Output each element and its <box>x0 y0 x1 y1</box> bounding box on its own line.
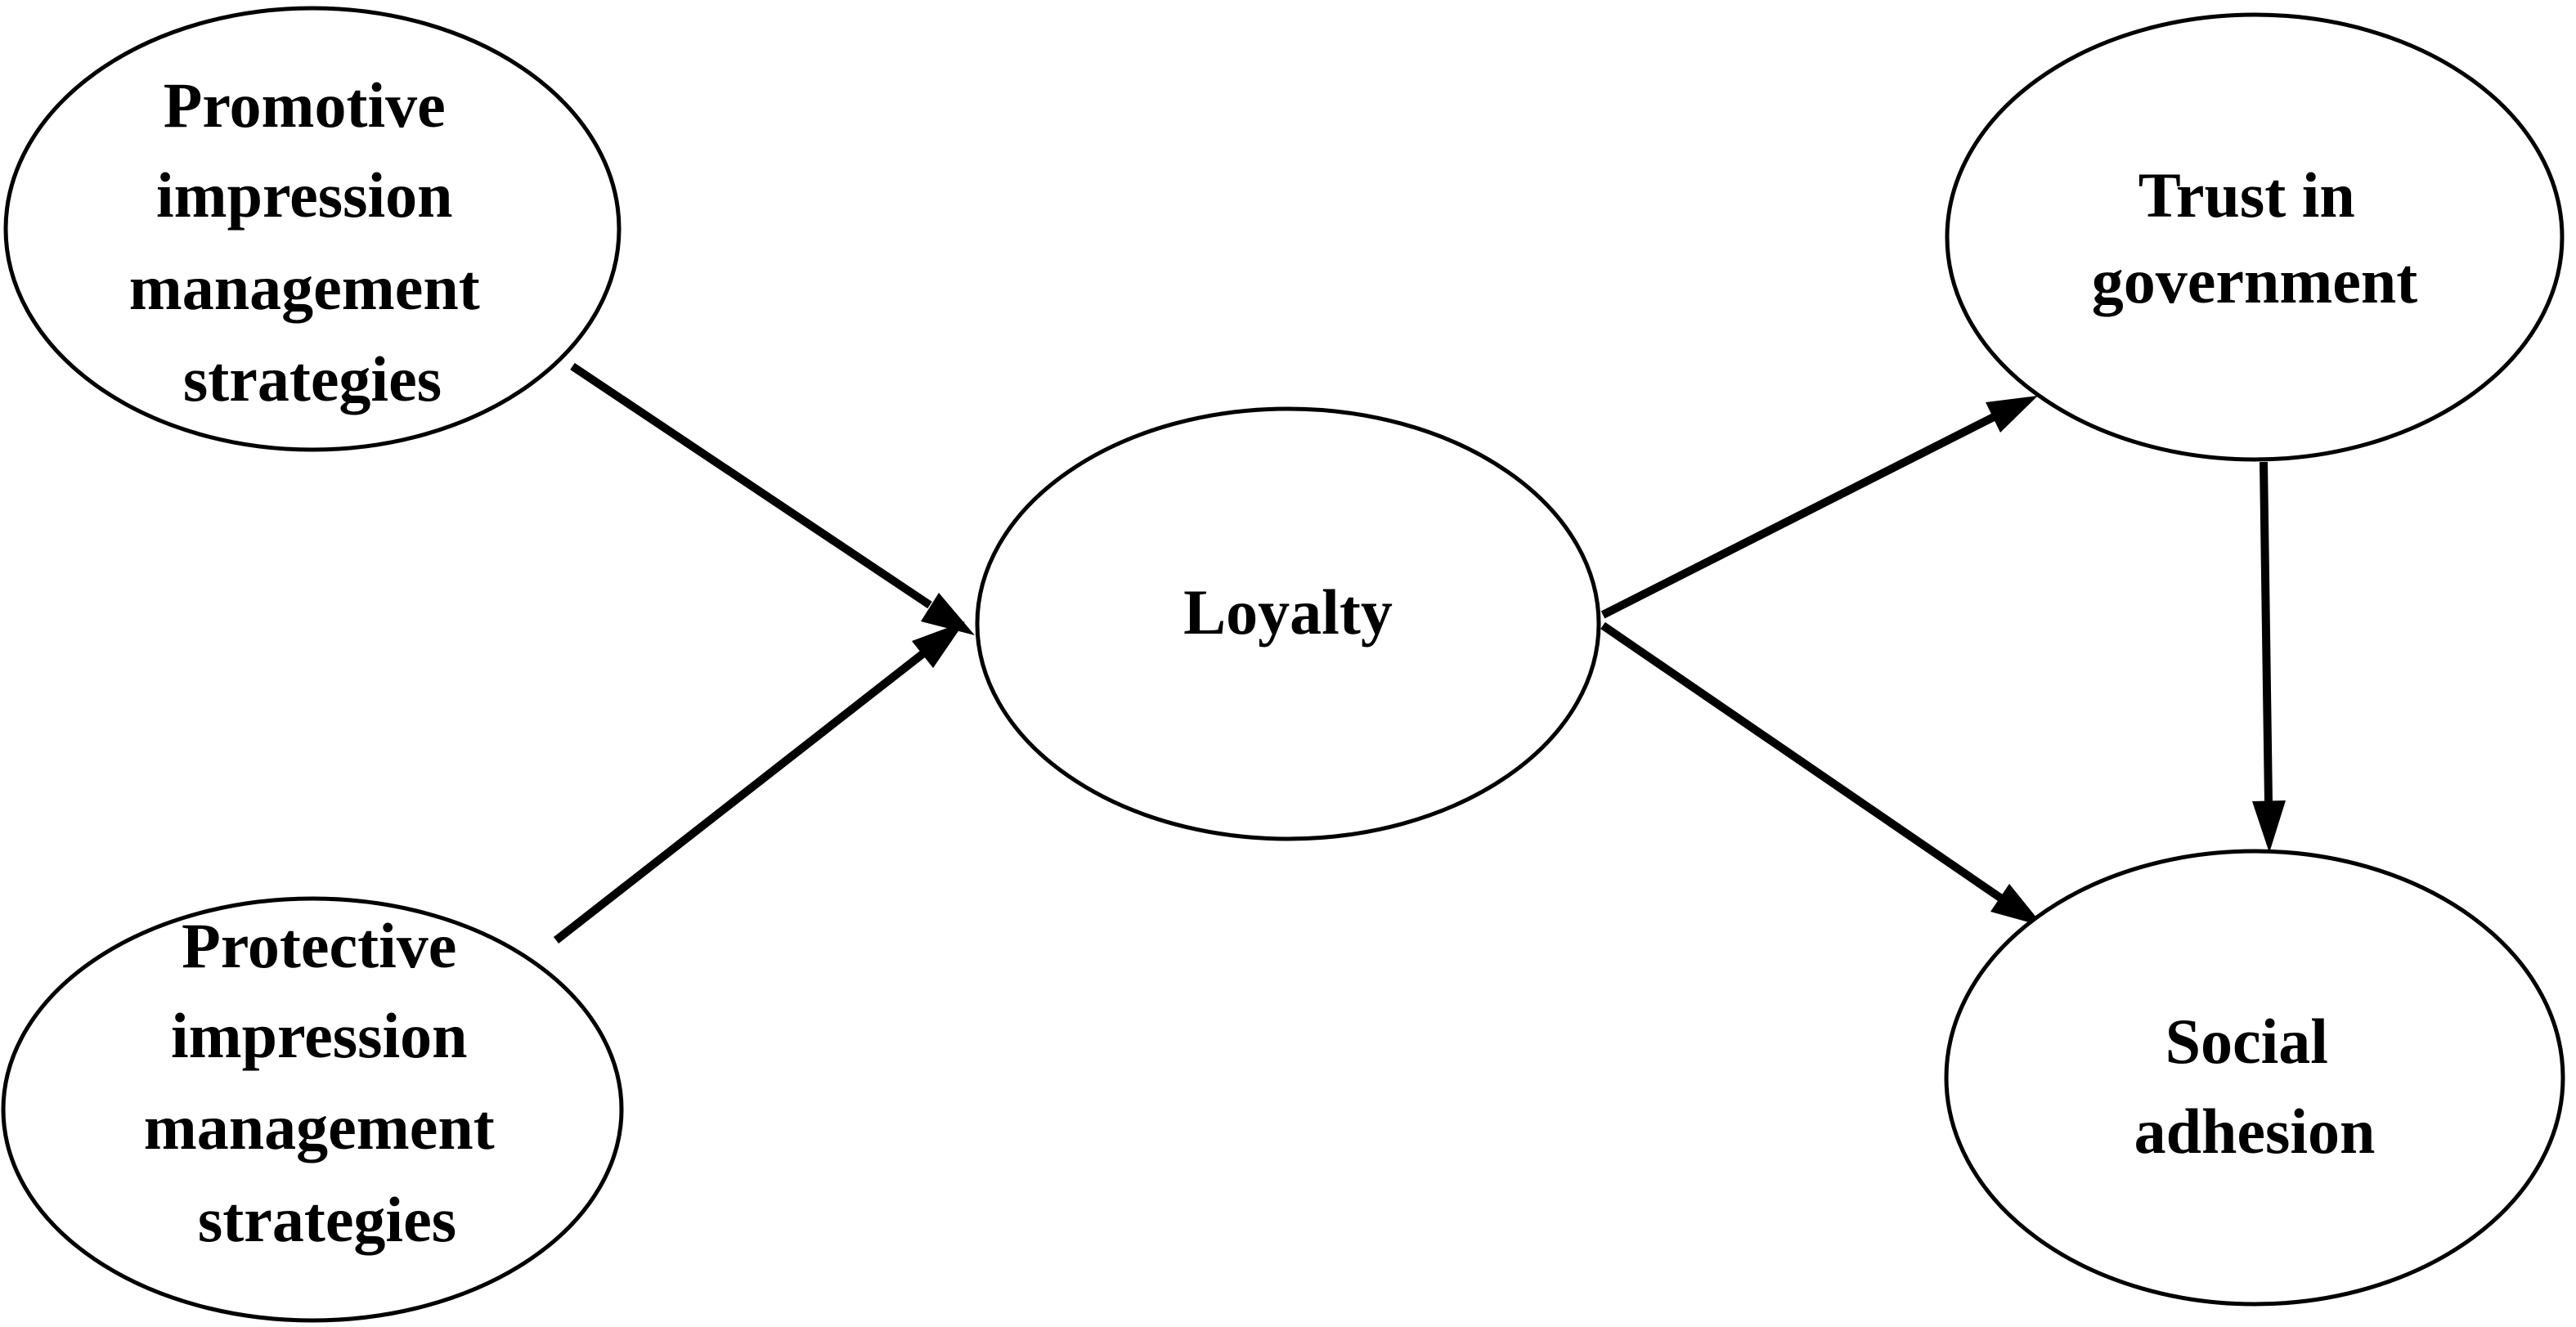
node-label: Loyalty <box>1183 576 1393 648</box>
node-label: Trust in government <box>2092 159 2418 316</box>
arrowhead-trust-to-social <box>2252 800 2286 853</box>
node-social-adhesion: Social adhesion <box>1944 849 2565 1307</box>
node-label: Promotive impression management strategi… <box>129 69 496 415</box>
node-promotive-impression-management-strategies: Promotive impression management strategi… <box>3 6 622 452</box>
node-label-line: Promotive <box>164 69 446 141</box>
node-loyalty: Loyalty <box>975 406 1601 841</box>
node-label-line: government <box>2092 245 2418 316</box>
node-label-line: Loyalty <box>1183 576 1393 648</box>
edge-promotive-to-loyalty <box>570 362 932 609</box>
node-trust-in-government: Trust in government <box>1945 12 2565 462</box>
node-label-line: adhesion <box>2134 1096 2376 1167</box>
node-label-line: impression <box>156 159 453 231</box>
node-label-line: strategies <box>183 343 442 415</box>
node-ellipse <box>975 406 1601 841</box>
node-label-line: Social <box>2165 1006 2328 1077</box>
node-label-line: management <box>144 1092 495 1163</box>
node-label: Social adhesion <box>2134 1006 2376 1167</box>
node-label-line: management <box>129 252 480 323</box>
node-label-line: Trust in <box>2138 159 2355 231</box>
node-label-line: strategies <box>198 1184 456 1255</box>
edge-trust-to-social <box>2260 461 2273 804</box>
node-label: Protective impression management strateg… <box>144 910 510 1255</box>
node-ellipse <box>3 6 622 452</box>
arrowhead-loyalty-to-trust <box>1986 396 2038 433</box>
node-label-line: impression <box>171 1000 468 1071</box>
node-ellipse <box>1 896 624 1323</box>
edge-protective-to-loyalty <box>553 651 926 944</box>
arrowhead-protective-to-loyalty <box>912 621 965 668</box>
node-ellipse <box>1944 849 2565 1307</box>
arrowhead-loyalty-to-social <box>1990 884 2044 926</box>
node-protective-impression-management-strategies: Protective impression management strateg… <box>1 896 624 1323</box>
edges <box>553 362 2286 944</box>
edge-loyalty-to-social <box>1600 621 2003 902</box>
edge-loyalty-to-trust <box>1600 413 1996 619</box>
node-ellipse <box>1945 12 2565 462</box>
node-label-line: Protective <box>182 910 456 981</box>
